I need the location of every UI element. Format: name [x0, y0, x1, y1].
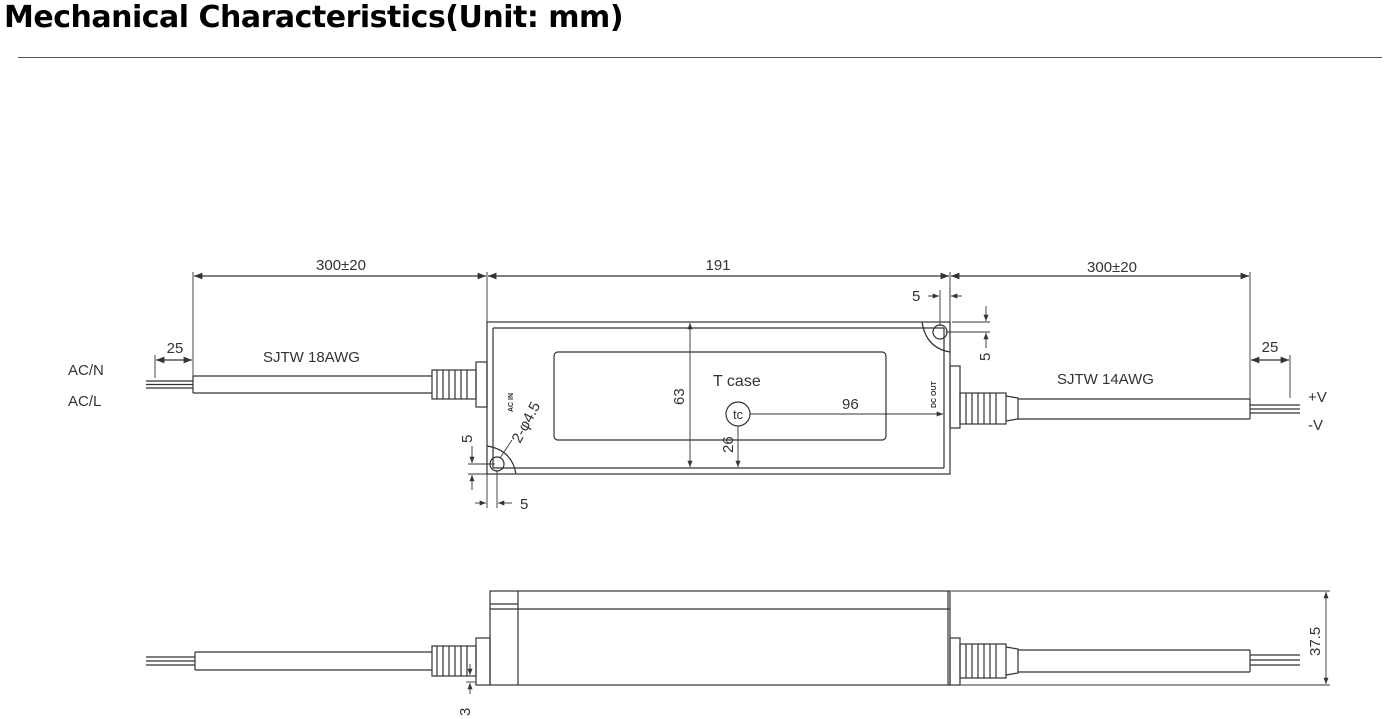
label-area: [553, 351, 887, 441]
ac-l-label: AC/L: [68, 393, 101, 410]
dim-tr-hole-x-label: 5: [912, 288, 920, 305]
tcase-label: T case: [713, 373, 761, 390]
ac-n-label: AC/N: [68, 362, 104, 379]
top-view: [146, 272, 1300, 508]
dim-bl-hole-y-label: 5: [459, 435, 476, 443]
side-right-strain-relief: [949, 637, 1019, 686]
dim-side-flange: [466, 664, 476, 694]
dim-left-strip-label: 25: [167, 340, 184, 357]
side-left-cable: [146, 651, 432, 671]
top-view-labels: 300±20 191 300±20 25 25 AC/N AC/L SJTW 1…: [68, 257, 1327, 513]
mounting-hole-bottom-left: [486, 445, 517, 475]
dim-tr-hole: [928, 286, 990, 348]
dimension-extension-lines: [154, 272, 1291, 410]
side-right-cable: [1018, 649, 1300, 673]
dim-body-length-label: 191: [705, 257, 730, 274]
dim-tc-x-label: 96: [842, 396, 859, 413]
tc-point: [725, 401, 943, 467]
mounting-hole-top-right: [921, 321, 951, 353]
dim-right-cable-label: 300±20: [1087, 259, 1137, 276]
right-strain-relief: [949, 365, 1019, 429]
right-cable: [1018, 398, 1300, 420]
dim-tc-y-label: 26: [720, 436, 737, 453]
dim-tr-hole-y-label: 5: [977, 353, 994, 361]
ac-in-label: AC IN: [508, 393, 515, 412]
side-view-labels: 37.5 3: [457, 627, 1324, 716]
dim-side-flange-label: 3: [457, 708, 474, 716]
page-title: Mechanical Characteristics(Unit: mm): [4, 0, 624, 35]
body-outline: [486, 321, 951, 475]
side-view: [146, 590, 1330, 694]
side-left-strain-relief: [431, 637, 491, 686]
dim-left-cable-label: 300±20: [316, 257, 366, 274]
dim-body-width-label: 63: [671, 388, 688, 405]
right-cable-spec-label: SJTW 14AWG: [1057, 371, 1154, 388]
dim-right-strip-label: 25: [1262, 339, 1279, 356]
left-strain-relief: [431, 361, 488, 408]
left-cable: [146, 375, 432, 394]
left-cable-spec-label: SJTW 18AWG: [263, 349, 360, 366]
dim-side-height-label: 37.5: [1307, 627, 1324, 656]
tc-label: tc: [733, 407, 744, 422]
plus-v-label: +V: [1308, 389, 1327, 406]
title-divider: [18, 57, 1382, 58]
minus-v-label: -V: [1308, 417, 1323, 434]
dim-bl-hole: [468, 439, 513, 508]
dc-out-label: DC OUT: [931, 380, 938, 408]
side-body: [489, 590, 951, 686]
dim-bl-hole-x-label: 5: [520, 496, 528, 513]
dim-side-height: [951, 590, 1330, 686]
